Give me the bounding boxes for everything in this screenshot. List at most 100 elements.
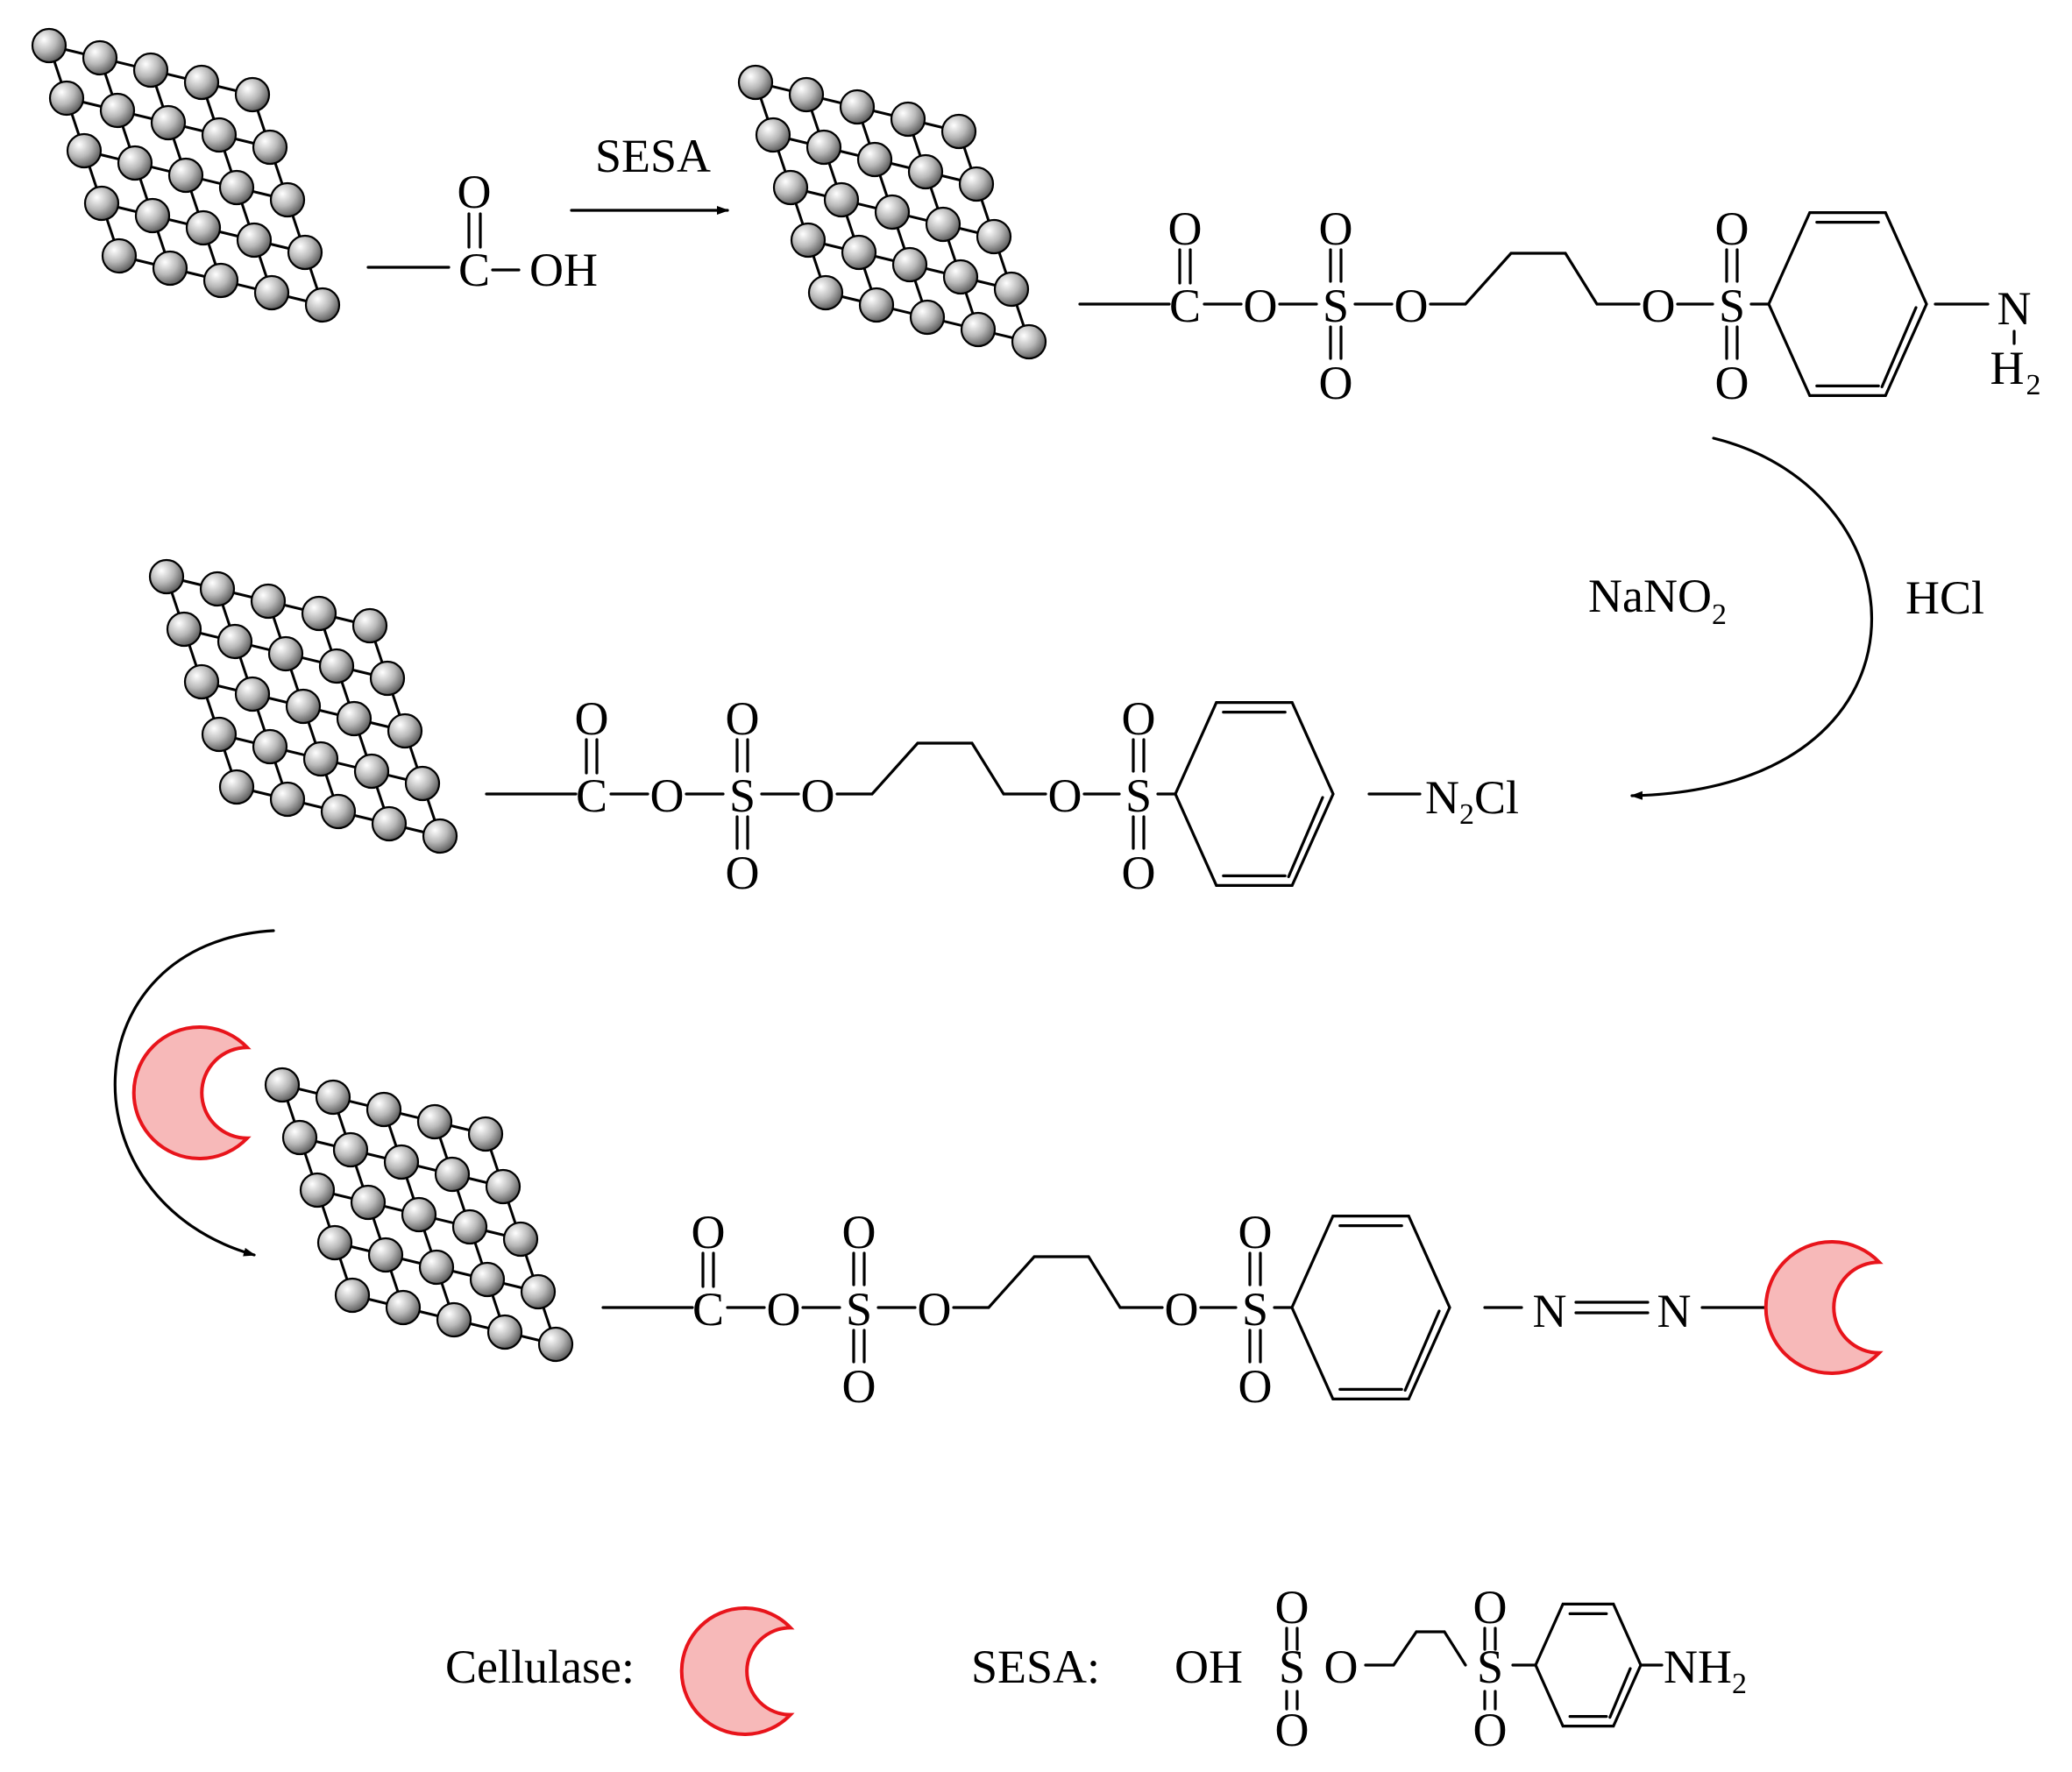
carbon-atom <box>401 1196 437 1233</box>
ethylene-bridge <box>835 741 1047 796</box>
coupling-arrow <box>113 929 275 1257</box>
sulfonyl-oxygen-top: O <box>726 692 760 745</box>
carbon-atom <box>48 80 85 117</box>
carbon-atom <box>925 206 961 243</box>
carbon-atom <box>101 237 138 274</box>
carbon-atom <box>858 287 895 323</box>
azo-nitrogen-2: N <box>1657 1285 1692 1337</box>
cellulase-legend-label: Cellulase: <box>445 1641 635 1693</box>
sulfonyl-oxygen-top: O <box>842 1206 876 1258</box>
carbon-atom <box>520 1273 557 1310</box>
carbon-atom <box>350 1184 387 1221</box>
carbon-atom <box>422 818 458 854</box>
carbon-atom <box>281 1119 318 1156</box>
carbon-atom <box>469 1261 506 1298</box>
carbon-atom <box>117 145 153 181</box>
carbon-atom <box>485 1168 522 1205</box>
azo-linkage: N N <box>1483 1285 1774 1337</box>
carbon-atom <box>218 769 255 805</box>
carbon-atom <box>185 209 222 246</box>
cellulase-shape <box>131 1025 252 1160</box>
carbon-atom <box>302 741 339 777</box>
ester-oxygen: O <box>650 769 685 822</box>
sulfonyl-sulfur: S <box>1719 280 1745 332</box>
carbon-atom <box>299 1172 336 1209</box>
reaction-arrow-sesa: SESA <box>570 130 729 215</box>
carbon-atom <box>755 117 791 153</box>
carbon-atom <box>199 571 236 607</box>
hcl-reagent: HCl <box>1905 571 1984 624</box>
carbon-atom <box>940 113 977 150</box>
ether-oxygen: O <box>1048 769 1082 822</box>
nano2-reagent: NaNO2 <box>1588 570 1727 631</box>
carbon-atom <box>183 64 220 101</box>
carbonyl-oxygen: O <box>458 166 492 218</box>
carboxyl-group: O C OH <box>366 166 598 296</box>
carbon-atom <box>216 623 253 660</box>
carbon-atom <box>404 765 441 802</box>
carbon-atom <box>250 583 287 620</box>
carbon-atom <box>202 262 239 299</box>
sesa-reagent-label: SESA <box>595 130 711 182</box>
carbon-atom <box>416 1103 453 1140</box>
carbon-atom <box>841 234 877 271</box>
ester-oxygen: O <box>767 1283 801 1336</box>
ether-oxygen: O <box>1165 1283 1199 1336</box>
graphene-oxide-sheet-1 <box>31 27 341 323</box>
ester-carbon: C <box>692 1283 724 1336</box>
sesa-sulfonyl-o-bottom-1: O <box>1275 1704 1309 1756</box>
diazonium-chloride-group: N2Cl <box>1367 771 1519 831</box>
sulfonyl-sulfur: S <box>729 769 756 822</box>
carbon-atom <box>264 1067 301 1103</box>
carbon-atom <box>166 611 202 648</box>
diazonium-label: N2Cl <box>1425 771 1519 831</box>
graphene-oxide-sheet-3 <box>148 558 458 854</box>
sulfonyl-oxygen-bottom: O <box>726 847 760 899</box>
carbon-atom <box>788 76 825 113</box>
carbonyl-oxygen: O <box>1168 202 1203 255</box>
sesa-sulfonyl-o-top-1: O <box>1275 1581 1309 1634</box>
carbon-atom <box>316 1224 353 1261</box>
sesa-sulfonyl-o-bottom-2: O <box>1473 1704 1508 1756</box>
carbon-atom <box>269 781 306 818</box>
carbon-atom <box>365 1091 402 1128</box>
carbon-atom <box>332 1131 369 1168</box>
diazotization-arrow: NaNO2 HCl <box>1588 436 1984 800</box>
carbon-atom <box>383 1144 420 1180</box>
carbon-atom <box>451 1209 488 1245</box>
aromatic-double-bond <box>1403 1309 1441 1393</box>
carbon-atom <box>385 1289 422 1326</box>
carbon-atom <box>1011 323 1047 360</box>
carbon-atom <box>201 117 238 153</box>
aromatic-double-bond <box>1608 1667 1632 1719</box>
carbon-atom <box>909 299 946 336</box>
sulfonyl-oxygen-bottom: O <box>1715 357 1749 409</box>
graphene-oxide-sheet-4 <box>264 1067 574 1363</box>
carbon-atom <box>234 676 271 712</box>
ether-oxygen: O <box>918 1283 952 1336</box>
carbon-atom <box>148 558 185 595</box>
sesa-benzene-ring <box>1534 1602 1643 1728</box>
sulfonyl-oxygen-top: O <box>1319 202 1353 255</box>
ester-oxygen: O <box>1244 280 1278 332</box>
carbon-atom <box>823 181 860 218</box>
carbon-atom <box>336 700 373 737</box>
sesa-legend-structure: OH S O O O S O O NH2 <box>1174 1581 1747 1756</box>
carbon-atom <box>236 222 273 259</box>
carbon-atom <box>351 607 388 644</box>
benzene-ring <box>1174 700 1335 888</box>
benzene-ring <box>1290 1214 1451 1401</box>
carbon-atom <box>371 805 408 842</box>
legend: Cellulase: SESA: OH S O O O S O O NH2 <box>445 1581 1747 1756</box>
ethylene-bridge <box>952 1255 1164 1309</box>
aromatic-double-bond <box>1880 306 1918 388</box>
azo-nitrogen-1: N <box>1533 1285 1567 1337</box>
carbon-atom <box>891 246 928 283</box>
carbon-atom <box>976 218 1012 255</box>
carbon-atom <box>252 129 288 166</box>
carbon-atom <box>83 185 120 222</box>
carbon-atom <box>320 793 357 830</box>
amine-hydrogen: H <box>1990 342 2025 394</box>
